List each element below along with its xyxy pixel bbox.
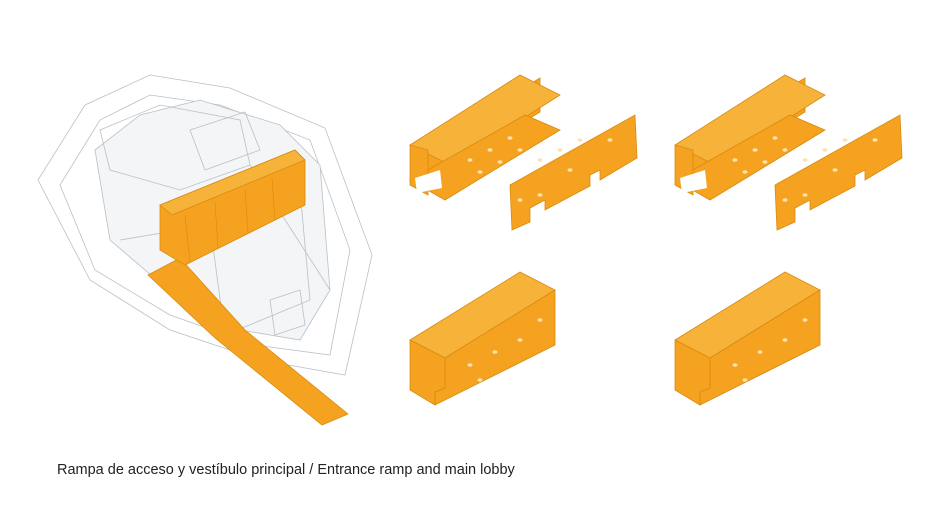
perforation <box>537 158 543 162</box>
perforation <box>577 138 583 142</box>
perforation <box>487 148 493 152</box>
perforation <box>497 160 503 164</box>
perforation <box>872 138 878 142</box>
perforation <box>517 198 523 202</box>
perforation <box>772 136 778 140</box>
lobby-wall-panel-component <box>774 114 903 231</box>
perforation <box>822 148 828 152</box>
perforation <box>567 168 573 172</box>
perforation <box>607 138 613 142</box>
lobby-enclosure-component <box>674 271 821 406</box>
perforation <box>782 338 788 342</box>
perforation <box>842 138 848 142</box>
perforation <box>752 148 758 152</box>
figure-caption: Rampa de acceso y vestíbulo principal / … <box>57 462 515 478</box>
lobby-tube-component <box>674 74 826 201</box>
perforation <box>832 168 838 172</box>
perforation <box>742 170 748 174</box>
perforation <box>517 338 523 342</box>
perforation <box>732 158 738 162</box>
perforation <box>802 158 808 162</box>
perforation <box>782 148 788 152</box>
lobby-tube-component <box>409 74 561 201</box>
perforation <box>467 363 473 367</box>
perforation <box>507 136 513 140</box>
perforation <box>757 350 763 354</box>
perforation <box>742 378 748 382</box>
perforation <box>762 160 768 164</box>
main-lobby <box>159 149 306 266</box>
lobby-wall-panel-component <box>509 114 638 231</box>
perforation <box>537 193 543 197</box>
perforation <box>782 198 788 202</box>
perforation <box>492 350 498 354</box>
perforation <box>467 158 473 162</box>
perforation <box>732 363 738 367</box>
perforation <box>477 378 483 382</box>
perforation <box>802 193 808 197</box>
perforation <box>802 318 808 322</box>
perforation <box>517 148 523 152</box>
lobby-enclosure-component <box>409 271 556 406</box>
perforation <box>477 170 483 174</box>
perforation <box>557 148 563 152</box>
perforation <box>537 318 543 322</box>
